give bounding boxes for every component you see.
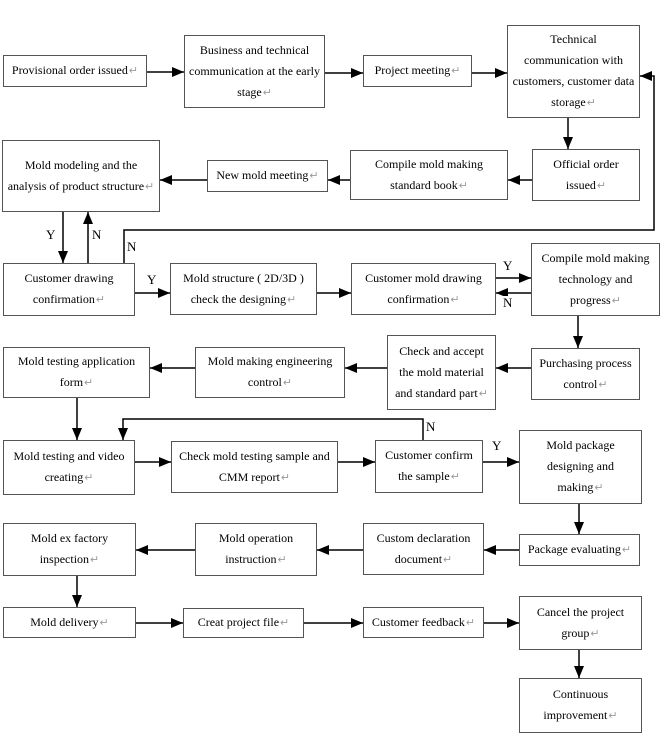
- branch-label-y-confirm-to-package: Y: [492, 438, 502, 453]
- node-label: Mold structure ( 2D/3D ) check the desig…: [183, 270, 304, 306]
- paragraph-mark-icon: ↵: [99, 616, 109, 629]
- paragraph-mark-icon: ↵: [287, 293, 297, 306]
- paragraph-mark-icon: ↵: [608, 710, 618, 722]
- node-custom-declaration-document: Custom declaration document↵: [363, 523, 484, 575]
- node-label: Compile mold making technology and progr…: [541, 250, 650, 307]
- paragraph-mark-icon: ↵: [611, 294, 621, 307]
- paragraph-mark-icon: ↵: [309, 170, 319, 182]
- paragraph-mark-icon: ↵: [128, 65, 139, 77]
- node-label: Customer drawing confirmation: [24, 271, 114, 306]
- node-technical-communication-customers: Technical communication with customers, …: [507, 25, 640, 118]
- paragraph-mark-icon: ↵: [450, 471, 460, 483]
- paragraph-mark-icon: ↵: [586, 97, 596, 109]
- node-label: Check and accept the mold material and s…: [395, 343, 484, 400]
- node-label: Customer confirm the sample: [385, 448, 473, 483]
- node-continuous-improvement: Continuous improvement↵: [519, 678, 642, 733]
- node-customer-drawing-confirmation: Customer drawing confirmation↵: [3, 263, 135, 316]
- node-customer-mold-drawing-confirmation: Customer mold drawing confirmation↵: [351, 263, 496, 315]
- paragraph-mark-icon: ↵: [84, 472, 94, 484]
- paragraph-mark-icon: ↵: [280, 471, 291, 484]
- paragraph-mark-icon: ↵: [262, 86, 272, 99]
- node-label: Mold package designing and making: [546, 438, 615, 494]
- node-label: Mold ex factory inspection: [30, 531, 109, 566]
- node-label: Custom declaration document: [376, 530, 471, 566]
- node-mold-package-designing-making: Mold package designing and making↵: [519, 430, 642, 504]
- node-creat-project-file: Creat project file↵: [183, 608, 304, 638]
- node-label: Mold operation instruction: [218, 531, 294, 566]
- node-label: Check mold testing sample and CMM report: [179, 448, 330, 484]
- paragraph-mark-icon: ↵: [443, 553, 453, 566]
- node-label: Mold testing and video creating: [13, 449, 125, 484]
- edge-customer-confirm-sample-to-mold-testing-video-creating: [118, 418, 424, 440]
- node-purchasing-process-control: Purchasing process control↵: [531, 348, 640, 400]
- paragraph-mark-icon: ↵: [594, 482, 604, 494]
- node-label: Cancel the project group: [536, 604, 625, 640]
- paragraph-mark-icon: ↵: [282, 377, 293, 389]
- branch-label-y-molddrawing-to-technology: Y: [503, 258, 513, 273]
- node-official-order-issued: Official order issued↵: [532, 149, 640, 201]
- node-mold-making-engineering-control: Mold making engineering control↵: [195, 347, 345, 398]
- node-label: New mold meeting: [216, 168, 309, 182]
- node-mold-testing-application-form: Mold testing application form↵: [3, 347, 150, 398]
- node-mold-testing-video-creating: Mold testing and video creating↵: [3, 440, 135, 495]
- paragraph-mark-icon: ↵: [458, 179, 468, 192]
- paragraph-mark-icon: ↵: [280, 617, 290, 629]
- branch-label-n-technology-to-molddrawing: N: [503, 295, 513, 310]
- paragraph-mark-icon: ↵: [145, 180, 155, 193]
- node-label: Compile mold making standard book: [375, 156, 483, 192]
- paragraph-mark-icon: ↵: [598, 378, 608, 391]
- node-mold-operation-instruction: Mold operation instruction↵: [195, 523, 317, 576]
- node-compile-technology-progress: Compile mold making technology and progr…: [531, 243, 660, 316]
- node-label: Technical communication with customers, …: [512, 32, 635, 109]
- paragraph-mark-icon: ↵: [450, 293, 460, 306]
- paragraph-mark-icon: ↵: [478, 387, 488, 400]
- node-cancel-project-group: Cancel the project group↵: [519, 596, 642, 650]
- paragraph-mark-icon: ↵: [465, 616, 476, 629]
- branch-label-n-drawing-to-modeling: N: [92, 227, 102, 242]
- paragraph-mark-icon: ↵: [621, 544, 632, 556]
- node-mold-ex-factory-inspection: Mold ex factory inspection↵: [3, 523, 136, 576]
- paragraph-mark-icon: ↵: [84, 377, 94, 389]
- node-business-technical-communication: Business and technical communication at …: [184, 35, 325, 108]
- paragraph-mark-icon: ↵: [590, 627, 600, 640]
- node-compile-standard-book: Compile mold making standard book↵: [350, 150, 508, 200]
- paragraph-mark-icon: ↵: [596, 179, 607, 192]
- node-label: Business and technical communication at …: [189, 42, 320, 99]
- node-label: Mold modeling and the analysis of produc…: [7, 157, 145, 193]
- branch-label-n-confirm-to-testing: N: [426, 419, 436, 434]
- node-package-evaluating: Package evaluating↵: [519, 534, 640, 566]
- node-label: Continuous improvement: [543, 687, 609, 722]
- paragraph-mark-icon: ↵: [451, 65, 461, 77]
- node-label: Customer feedback: [371, 614, 465, 629]
- node-label: Creat project file: [197, 615, 280, 629]
- paragraph-mark-icon: ↵: [95, 294, 106, 306]
- node-label: Mold making engineering control: [207, 354, 333, 389]
- branch-label-y-drawing-to-structure: Y: [147, 272, 157, 287]
- node-label: Official order issued: [553, 156, 619, 192]
- node-new-mold-meeting: New mold meeting↵: [207, 160, 328, 192]
- node-label: Provisional order issued: [11, 63, 128, 77]
- node-project-meeting: Project meeting↵: [363, 55, 472, 87]
- node-label: Project meeting: [374, 63, 451, 77]
- node-provisional-order-issued: Provisional order issued↵: [3, 55, 147, 87]
- node-label: Mold delivery: [30, 614, 99, 629]
- node-label: Customer mold drawing confirmation: [365, 270, 482, 306]
- node-check-mold-testing-sample: Check mold testing sample and CMM report…: [171, 441, 338, 493]
- node-label: Package evaluating: [527, 542, 621, 556]
- node-mold-modeling-analysis: Mold modeling and the analysis of produc…: [2, 140, 160, 212]
- node-check-accept-material: Check and accept the mold material and s…: [387, 335, 496, 410]
- node-customer-feedback: Customer feedback↵: [363, 607, 484, 638]
- node-customer-confirm-sample: Customer confirm the sample↵: [375, 440, 483, 493]
- node-mold-delivery: Mold delivery↵: [3, 607, 136, 638]
- branch-label-n-drawing-to-communication: N: [127, 239, 137, 254]
- paragraph-mark-icon: ↵: [90, 554, 100, 566]
- node-label: Mold testing application form: [17, 354, 136, 389]
- branch-label-y-modeling-to-drawing: Y: [46, 227, 56, 242]
- paragraph-mark-icon: ↵: [277, 554, 287, 566]
- node-mold-structure-check-designing: Mold structure ( 2D/3D ) check the desig…: [170, 263, 317, 315]
- node-label: Purchasing process control: [539, 355, 632, 391]
